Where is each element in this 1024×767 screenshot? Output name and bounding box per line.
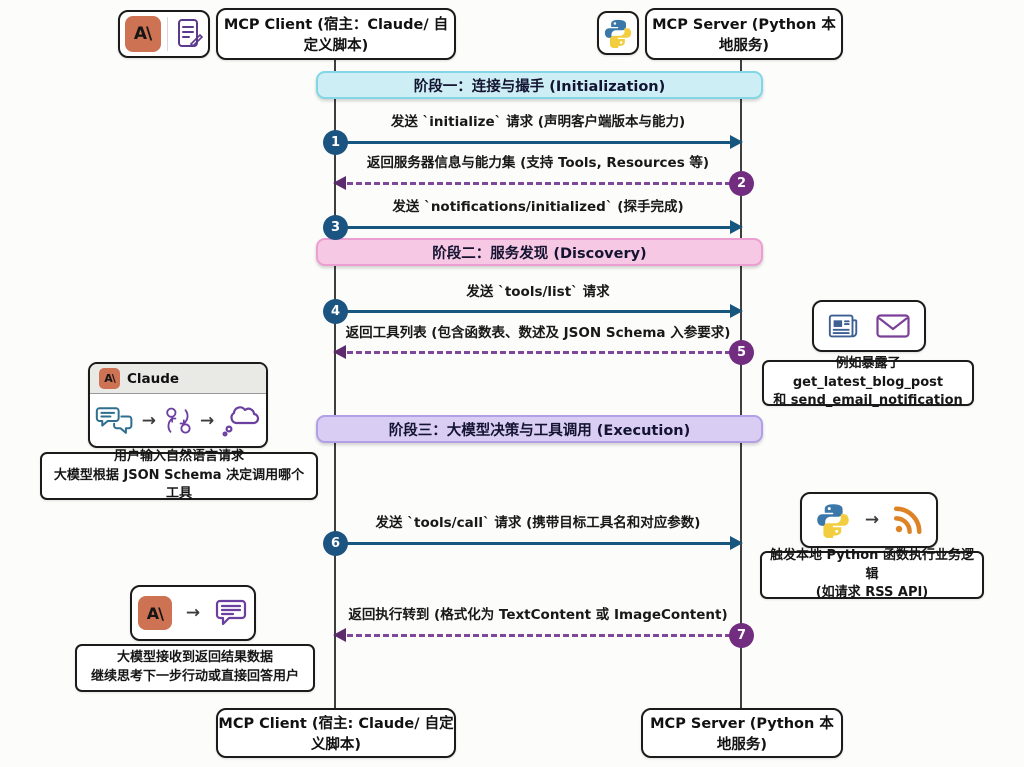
message-5-number: 5	[729, 340, 754, 365]
script-document-icon	[174, 17, 204, 51]
client-participant-bottom: MCP Client (宿主: Claude/ 自定义脚本)	[216, 708, 456, 758]
flow-decision-icon	[163, 406, 193, 436]
message-6-number: 6	[323, 531, 348, 556]
client-badge-box: A\	[118, 10, 210, 58]
phase2-label: 阶段二：服务发现 (Discovery)	[432, 245, 647, 262]
chat-bubbles-icon	[95, 405, 135, 437]
flow-arrow-icon: →	[200, 411, 215, 431]
flow-arrow-icon: →	[141, 411, 156, 431]
python-icon	[815, 502, 851, 538]
client-bottom-label: MCP Client (宿主: Claude/ 自定义脚本)	[218, 716, 454, 753]
phase3-label: 阶段三：大模型决策与工具调用 (Execution)	[388, 422, 691, 439]
phase1-label: 阶段一：连接与撮手 (Initialization)	[413, 78, 666, 95]
envelope-icon	[875, 312, 911, 340]
user-input-note: 用户输入自然语言请求 大模型根据 JSON Schema 决定调用哪个工具	[40, 449, 318, 501]
phase2-banner: 阶段二：服务发现 (Discovery)	[316, 238, 763, 266]
arrowhead-left-icon	[333, 628, 346, 642]
model-result-note: 大模型接收到返回结果数据 继续思考下一步行动或直接回答用户	[75, 644, 315, 692]
claude-card-body: → →	[90, 394, 266, 446]
arrowhead-left-icon	[333, 176, 346, 190]
message-5-label: 返回工具列表 (包含函数表、数述及 JSON Schema 入参要求)	[345, 325, 731, 341]
message-2-number: 2	[729, 171, 754, 196]
claude-card-title: Claude	[127, 370, 180, 387]
arrowhead-right-icon	[730, 536, 743, 550]
execution-flow-icons: →	[800, 492, 938, 548]
tools-example-note: 例如暴露了 get_latest_blog_post 和 send_email_…	[762, 356, 974, 408]
message-7-label: 返回执行转到 (格式化为 TextContent 或 ImageContent)	[348, 607, 728, 623]
arrowhead-right-icon	[730, 304, 743, 318]
model-result-line1: 大模型接收到返回结果数据	[116, 650, 273, 666]
rss-icon	[893, 505, 923, 535]
flow-arrow-icon: →	[864, 510, 880, 530]
arrowhead-right-icon	[730, 135, 743, 149]
message-6-label: 发送 `tools/call` 请求 (携带目标工具名和对应参数)	[375, 515, 701, 531]
server-participant-bottom: MCP Server (Python 本地服务)	[641, 708, 843, 758]
anthropic-ai-icon: A\	[99, 368, 120, 389]
tools-example-line2: 和 send_email_notification	[773, 393, 963, 409]
client-participant-top: MCP Client (宿主：Claude/ 自定义脚本)	[216, 8, 456, 60]
claude-card: A\ Claude →	[88, 362, 268, 448]
message-3-number: 3	[323, 215, 348, 240]
server-participant-top: MCP Server (Python 本地服务)	[645, 8, 843, 60]
message-7-number: 7	[729, 623, 754, 648]
claude-card-header: A\ Claude	[90, 364, 266, 394]
newspaper-icon	[827, 311, 861, 341]
anthropic-ai-icon: A\	[124, 16, 161, 52]
message-1-number: 1	[323, 130, 348, 155]
client-lifeline	[334, 59, 336, 709]
phase3-banner: 阶段三：大模型决策与工具调用 (Execution)	[316, 415, 763, 443]
message-4-number: 4	[323, 299, 348, 324]
thought-cloud-icon	[221, 404, 261, 438]
message-2-label: 返回服务器信息与能力集 (支持 Tools, Resources 等)	[366, 155, 710, 171]
message-4-label: 发送 `tools/list` 请求	[466, 284, 610, 300]
user-input-line1: 用户输入自然语言请求	[113, 448, 244, 464]
user-input-line2: 大模型根据 JSON Schema 决定调用哪个工具	[53, 467, 305, 502]
server-lifeline	[740, 59, 742, 709]
python-exec-line1: 触发本地 Python 函数执行业务逻辑	[770, 547, 974, 582]
phase1-banner: 阶段一：连接与撮手 (Initialization)	[316, 71, 763, 99]
anthropic-ai-icon: A\	[137, 596, 172, 630]
client-top-label: MCP Client (宿主：Claude/ 自定义脚本)	[223, 17, 449, 54]
server-top-label: MCP Server (Python 本地服务)	[652, 17, 836, 54]
server-badge-box	[597, 11, 639, 55]
message-3-label: 发送 `notifications/initialized` (探手完成)	[392, 199, 684, 215]
message-1-label: 发送 `initialize` 请求 (声明客户端版本与能力)	[390, 114, 686, 130]
speech-bubble-icon	[214, 598, 248, 628]
divider	[166, 17, 168, 51]
arrowhead-left-icon	[333, 345, 346, 359]
arrowhead-right-icon	[730, 220, 743, 234]
discovery-example-icons	[812, 300, 926, 352]
python-exec-note: 触发本地 Python 函数执行业务逻辑 (如请求 RSS API)	[760, 548, 984, 600]
result-flow-icons: A\ →	[130, 585, 256, 641]
server-bottom-label: MCP Server (Python 本地服务)	[650, 716, 834, 753]
python-exec-line2: (如请求 RSS API)	[815, 585, 929, 601]
flow-arrow-icon: →	[185, 603, 201, 623]
python-icon	[603, 18, 633, 48]
model-result-line2: 继续思考下一步行动或直接回答用户	[90, 669, 299, 684]
tools-example-line1: 例如暴露了 get_latest_blog_post	[792, 355, 944, 390]
